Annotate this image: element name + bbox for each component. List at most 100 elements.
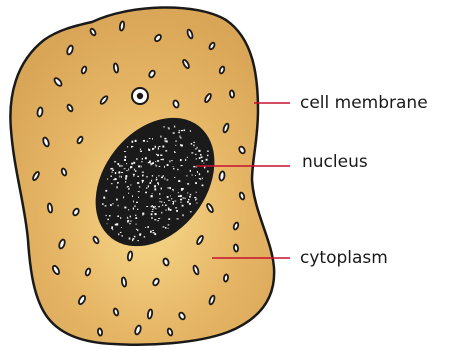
nucleus-speckle <box>140 149 141 150</box>
nucleus-speckle <box>121 227 122 228</box>
nucleus-speckle <box>191 143 193 145</box>
nucleus-speckle <box>130 221 132 222</box>
nucleus-speckle <box>152 193 153 194</box>
organelle-dot <box>37 107 43 117</box>
nucleus-speckle <box>174 152 175 153</box>
nucleus-speckle <box>164 138 166 140</box>
nucleus-speckle <box>176 140 177 142</box>
nucleus-speckle <box>115 172 116 174</box>
nucleus-speckle <box>173 168 174 169</box>
nucleus-speckle <box>155 146 156 148</box>
nucleus-speckle <box>117 183 118 184</box>
nucleus-speckle <box>195 175 196 176</box>
nucleus-speckle <box>157 220 158 221</box>
nucleus-speckle <box>151 164 152 165</box>
nucleus-speckle <box>142 158 143 160</box>
nucleus-speckle <box>187 201 189 203</box>
nucleus-speckle <box>134 169 135 171</box>
nucleus-speckle <box>190 170 191 172</box>
nucleus-speckle <box>125 175 127 177</box>
nucleus-speckle <box>201 156 203 158</box>
nucleus-speckle <box>151 206 152 208</box>
nucleus-speckle <box>116 186 117 188</box>
nucleus-speckle <box>169 187 171 189</box>
nucleus-speckle <box>146 187 147 189</box>
nucleus-speckle <box>174 201 176 202</box>
nucleus-speckle <box>150 182 152 184</box>
nucleus-speckle <box>112 168 114 169</box>
nucleus-speckle <box>151 195 153 197</box>
nucleus-speckle <box>127 186 129 187</box>
nucleus-speckle <box>153 232 155 233</box>
nucleus-speckle <box>140 151 142 152</box>
nucleus-label: nucleus <box>302 154 368 171</box>
nucleus-speckle <box>154 188 156 190</box>
nucleus-speckle <box>126 170 127 171</box>
nucleus-speckle <box>185 159 186 161</box>
nucleus-speckle <box>121 165 123 166</box>
nucleus-speckle <box>126 163 127 164</box>
nucleus-speckle <box>196 158 197 160</box>
nucleus-speckle <box>164 126 165 128</box>
nucleus-speckle <box>146 206 148 207</box>
nucleus-speckle <box>155 208 156 209</box>
organelle-dot <box>97 328 102 336</box>
organelle-dot <box>233 244 238 252</box>
nucleus-speckle <box>180 136 181 138</box>
nucleus-speckle <box>129 238 131 240</box>
nucleus-speckle <box>168 200 170 201</box>
nucleus-speckle <box>111 183 112 184</box>
nucleus-speckle <box>118 163 120 165</box>
nucleus-speckle <box>137 240 138 241</box>
nucleus-speckle <box>150 231 152 233</box>
nucleus-speckle <box>120 217 121 219</box>
nucleus-speckle <box>118 233 119 235</box>
nucleus-speckle <box>194 197 196 198</box>
nucleus-speckle <box>121 172 123 173</box>
nucleus-speckle <box>157 160 159 162</box>
nucleus-speckle <box>162 205 163 207</box>
nucleus-speckle <box>200 154 202 156</box>
nucleus-speckle <box>107 219 109 220</box>
nucleus-speckle <box>193 145 194 147</box>
nucleus-speckle <box>174 126 175 128</box>
nucleus-speckle <box>152 138 153 139</box>
nucleus-speckle <box>181 165 183 166</box>
nucleus-speckle <box>165 205 167 207</box>
nucleus-speckle <box>105 205 107 206</box>
organelle-dot <box>223 274 228 282</box>
nucleus-speckle <box>139 186 141 187</box>
nucleus-speckle <box>179 130 180 131</box>
nucleus-speckle <box>186 175 187 176</box>
nucleus-speckle <box>171 160 173 161</box>
nucleus-speckle <box>164 166 165 168</box>
nucleus-speckle <box>133 201 134 203</box>
nucleus-speckle <box>128 188 129 190</box>
nucleus-speckle <box>167 179 169 180</box>
nucleus-speckle <box>181 145 183 147</box>
nucleus-speckle <box>207 151 209 152</box>
nucleus-speckle <box>157 182 158 183</box>
nucleus-speckle <box>207 155 208 157</box>
nucleus-speckle <box>111 228 112 229</box>
nucleus-speckle <box>168 208 169 210</box>
nucleus-speckle <box>166 141 168 142</box>
nucleus-speckle <box>160 155 162 157</box>
nucleus-speckle <box>199 157 201 159</box>
nucleus-speckle <box>191 152 193 153</box>
nucleus-speckle <box>156 166 157 167</box>
nucleus-speckle <box>116 199 118 201</box>
nucleus-speckle <box>110 204 112 206</box>
nucleus-speckle <box>193 142 195 143</box>
round-organelle <box>132 88 148 104</box>
nucleus-speckle <box>125 178 127 180</box>
nucleus-speckle <box>119 176 120 178</box>
nucleus-speckle <box>107 179 108 180</box>
nucleus-speckle <box>148 148 149 150</box>
nucleus-speckle <box>160 136 161 138</box>
nucleus-speckle <box>136 229 137 230</box>
nucleus-speckle <box>177 169 178 170</box>
organelle-dot <box>229 90 234 98</box>
nucleus-speckle <box>111 176 112 177</box>
nucleus-speckle <box>107 223 108 224</box>
